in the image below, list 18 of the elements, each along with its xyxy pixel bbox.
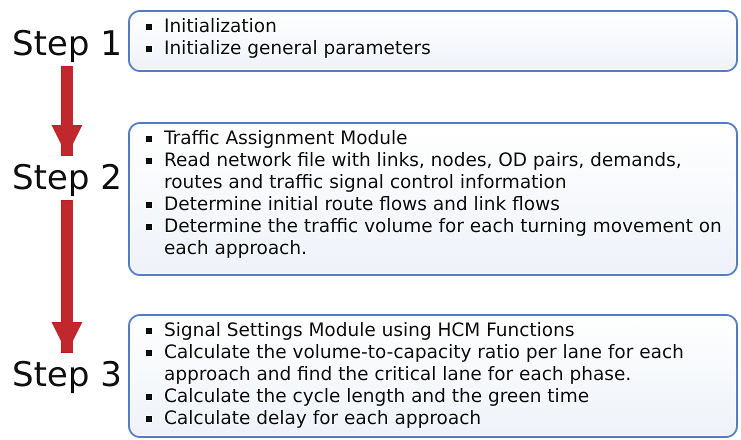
- bullet-text: Calculate the volume-to-capacity ratio per lane for each approach and find the critical lane for each phase.: [164, 342, 685, 386]
- arrow: [51, 200, 83, 353]
- bullet-list-box: [128, 314, 738, 438]
- bullet-text: Initialization: [164, 16, 278, 38]
- bullet-text: Signal Settings Module using HCM Functions: [164, 320, 576, 342]
- bullet-text: Initialize general parameters: [164, 38, 432, 60]
- step-label: Step 2: [12, 158, 122, 198]
- bullet-text: Read network file with links, nodes, OD pairs, demands, routes and traffic signal control information: [164, 150, 683, 194]
- bullet-list-box: [128, 10, 738, 72]
- bullet-text: Traffic Assignment Module: [164, 128, 409, 150]
- bullet-text: Determine the traffic volume for each turning movement on each approach.: [164, 216, 723, 260]
- step-label: Step 1: [12, 24, 122, 64]
- bullet-list-box: [128, 122, 738, 276]
- step-label: Step 3: [12, 355, 122, 395]
- bullet-text: Determine initial route flows and link flows: [164, 194, 561, 216]
- arrow: [51, 66, 83, 156]
- bullet-text: Calculate the cycle length and the green time: [164, 386, 590, 408]
- bullet-text: Calculate delay for each approach: [164, 408, 482, 430]
